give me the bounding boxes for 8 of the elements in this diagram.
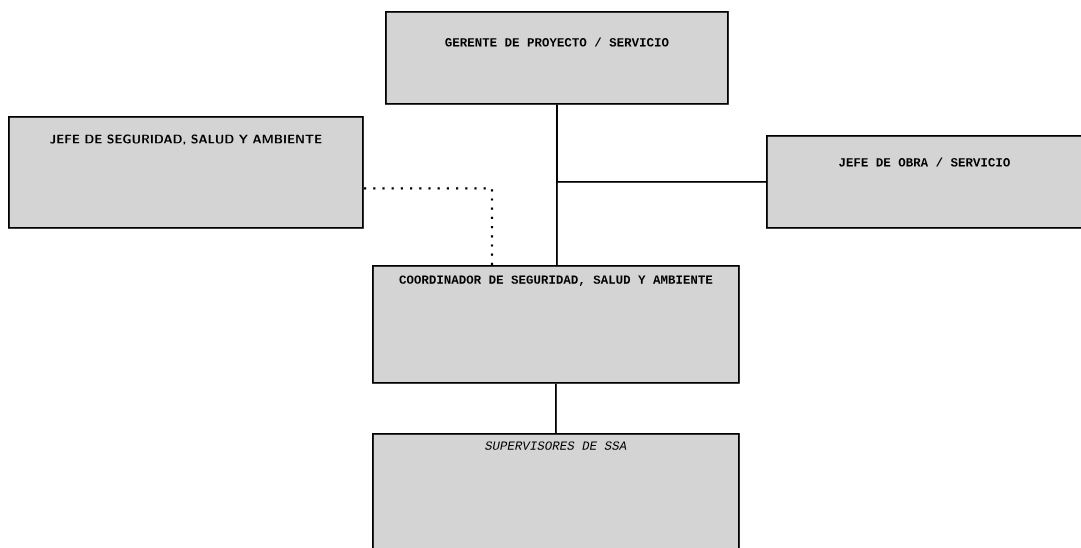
org-box: JEFE DE SEGURIDAD, SALUD Y AMBIENTE <box>8 116 364 229</box>
connector-line <box>555 382 557 434</box>
connector-line <box>556 103 767 183</box>
org-box: GERENTE DE PROYECTO / SERVICIO <box>385 11 729 105</box>
connector-line <box>363 187 494 265</box>
org-box: SUPERVISORES DE SSA <box>372 433 740 548</box>
org-box: COORDINADOR DE SEGURIDAD, SALUD Y AMBIENTE <box>372 265 740 384</box>
org-box: JEFE DE OBRA / SERVICIO <box>766 135 1081 229</box>
